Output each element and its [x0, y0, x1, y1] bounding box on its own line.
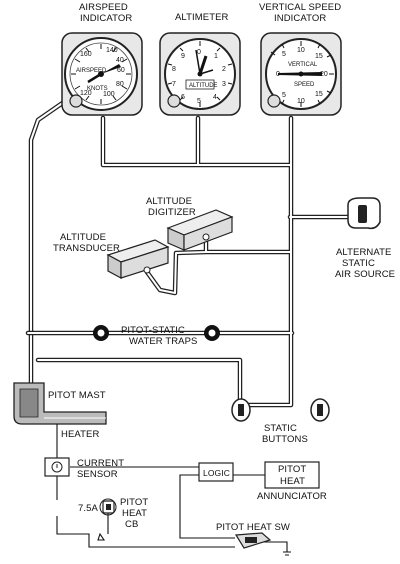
- static-button-right: [310, 398, 330, 422]
- label-airspeed-indicator-1: AIRSPEED: [79, 2, 128, 13]
- label-altitude-digitizer-1: ALTITUDE: [146, 196, 192, 207]
- vsi-face-units: SPEED: [294, 82, 315, 88]
- electrical-wiring: [56, 424, 291, 556]
- label-cb-3: CB: [125, 519, 138, 530]
- label-heater: HEATER: [61, 429, 99, 440]
- pitot-line: [28, 92, 77, 388]
- alt-number-3: 3: [222, 81, 226, 88]
- altimeter-label-box: [185, 79, 215, 90]
- label-annunciator: ANNUNCIATOR: [257, 491, 327, 502]
- label-static-buttons-1: STATIC: [264, 423, 297, 434]
- alt-number-2: 2: [222, 66, 226, 73]
- label-pitot-mast: PITOT MAST: [48, 390, 106, 401]
- label-airspeed-indicator-2: INDICATOR: [80, 13, 132, 24]
- pitot-heat-circuit-breaker: [99, 498, 117, 516]
- label-altimeter: ALTIMETER: [175, 12, 229, 23]
- alt-number-5: 5: [197, 98, 201, 105]
- water-trap-left: [93, 325, 109, 341]
- label-cb-1: PITOT: [120, 497, 148, 508]
- water-trap-right: [204, 325, 220, 341]
- alternate-static-air-source: [347, 197, 381, 230]
- altimeter: 0 1 2 3 4 5 6 7 8 9 ALTITUDE: [159, 32, 241, 116]
- static-manifold: [25, 115, 359, 408]
- pitot-mast: [13, 382, 107, 425]
- logic-module: LOGIC: [198, 462, 234, 482]
- label-altitude-transducer-2: TRANSDUCER: [53, 243, 120, 254]
- asi-number-160: 160: [80, 51, 92, 58]
- label-vsi-2: INDICATOR: [274, 13, 326, 24]
- asi-number-60: 60: [117, 67, 125, 74]
- vsi-number-5-down: 5: [282, 92, 286, 99]
- label-altitude-transducer-1: ALTITUDE: [60, 232, 106, 243]
- annunciator-text-2: HEAT: [280, 476, 305, 487]
- current-sensor: [44, 457, 70, 477]
- asi-knob: [69, 94, 83, 108]
- asi-needle: [101, 64, 121, 74]
- alt-number-1: 1: [214, 53, 218, 60]
- alt-number-6: 6: [181, 94, 185, 101]
- label-static-buttons-2: BUTTONS: [262, 434, 308, 445]
- label-water-traps-1: PITOT-STATIC: [121, 325, 185, 336]
- vsi-face-label: VERTICAL: [288, 62, 318, 68]
- altimeter-face-label: ALTITUDE: [189, 83, 218, 89]
- vsi-tick-marks: [270, 41, 334, 107]
- vsi-number-10: 10: [297, 47, 305, 54]
- airspeed-indicator: 160 140 40 60 80 100 120 AIRSPEED KNOTS: [61, 32, 143, 116]
- label-breaker-rating: 7.5A: [78, 503, 99, 514]
- vsi-number-15: 15: [315, 53, 323, 60]
- vsi-number-10-down: 10: [297, 98, 305, 105]
- static-button-left: [231, 398, 251, 422]
- altimeter-tick-marks: [167, 41, 233, 107]
- asi-face-label: AIRSPEED: [76, 68, 107, 74]
- asi-units: KNOTS: [87, 86, 108, 92]
- vsi-knob: [267, 94, 281, 108]
- label-alternate-static-1: ALTERNATE: [336, 247, 391, 258]
- label-cb-2: HEAT: [122, 508, 147, 519]
- label-alternate-static-3: AIR SOURCE: [335, 269, 395, 280]
- pitot-heat-annunciator: PITOT HEAT: [264, 461, 320, 489]
- logic-label: LOGIC: [203, 468, 230, 478]
- altitude-digitizer: [166, 209, 234, 251]
- asi-hub: [98, 71, 104, 77]
- vsi-number-15-down: 15: [315, 91, 323, 98]
- label-pitot-heat-sw: PITOT HEAT SW: [216, 522, 290, 533]
- label-water-traps-2: WATER TRAPS: [129, 336, 198, 347]
- label-vsi-1: VERTICAL SPEED: [259, 2, 341, 13]
- alt-number-0: 0: [197, 49, 201, 56]
- asi-number-120: 120: [80, 90, 92, 97]
- asi-number-100: 100: [103, 91, 115, 98]
- label-current-sensor-1: CURRENT: [77, 458, 124, 469]
- altimeter-long-hand: [195, 49, 201, 75]
- asi-number-140: 140: [106, 47, 118, 54]
- pitot-heat-switch: [234, 532, 272, 549]
- alt-number-8: 8: [172, 66, 176, 73]
- airspeed-tick-marks: [71, 44, 131, 104]
- alt-number-4: 4: [213, 94, 217, 101]
- label-current-sensor-2: SENSOR: [77, 469, 118, 480]
- vsi-number-20: 20: [320, 71, 328, 78]
- label-alternate-static-2: STATIC: [342, 258, 375, 269]
- label-altitude-digitizer-2: DIGITIZER: [148, 207, 196, 218]
- asi-number-40: 40: [116, 57, 124, 64]
- alt-number-9: 9: [181, 53, 185, 60]
- annunciator-text-1: PITOT: [278, 464, 306, 475]
- vsi-number-5: 5: [282, 51, 286, 58]
- altimeter-knob: [167, 94, 181, 108]
- asi-number-80: 80: [116, 81, 124, 88]
- altitude-transducer: [106, 239, 170, 280]
- vertical-speed-indicator: 5 10 15 20 0 15 10 5 VERTICAL SPEED: [260, 32, 342, 116]
- altimeter-short-hand: [198, 55, 208, 75]
- alt-number-7: 7: [172, 81, 176, 88]
